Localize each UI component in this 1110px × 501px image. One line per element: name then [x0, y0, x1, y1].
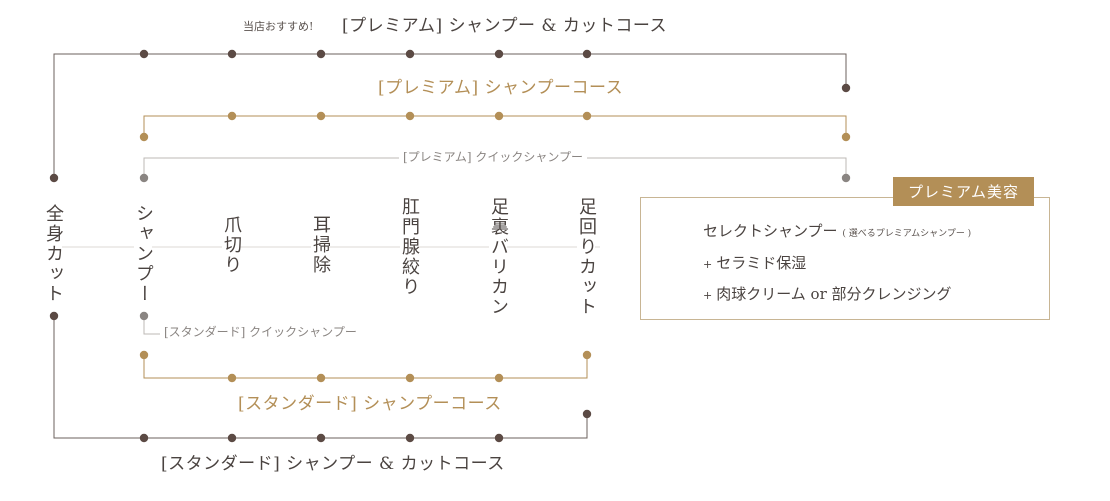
- premium-box-line-shampoo: セレクトシャンプー ( 選べるプレミアムシャンプー ): [703, 220, 971, 241]
- step-nail-trim: 爪切り: [221, 211, 242, 279]
- plus-mark: +: [703, 258, 713, 271]
- recommend-label: 当店おすすめ!: [243, 20, 314, 33]
- paw-cream-text: 肉球クリーム or 部分クレンジング: [716, 285, 952, 303]
- standard-quick-route: [143, 316, 160, 335]
- step-anal-gland: 肛門腺絞り: [399, 193, 420, 301]
- premium-dots: [139, 111, 851, 142]
- premium-cut-route: [53, 53, 847, 178]
- premium-cut-dots: [49, 49, 851, 321]
- step-shampoo: シャンプー: [133, 200, 154, 308]
- standard-quick-course-title: [スタンダード] クイックシャンプー: [164, 325, 357, 339]
- step-ear-cleaning: 耳掃除: [310, 211, 331, 279]
- premium-route: [143, 115, 847, 137]
- standard-route: [143, 355, 588, 379]
- premium-cut-course-title: [プレミアム] シャンプー & カットコース: [342, 16, 668, 36]
- ceramide-text: セラミド保湿: [716, 254, 807, 272]
- premium-grooming-box: [640, 197, 1050, 320]
- premium-quick-course-title: [プレミアム] クイックシャンプー: [399, 151, 587, 163]
- premium-course-title: [プレミアム] シャンプーコース: [378, 78, 624, 98]
- step-foot-clipper: 足裏バリカン: [488, 193, 509, 321]
- standard-dots: [139, 350, 592, 383]
- premium-box-line-ceramide: +セラミド保湿: [703, 252, 806, 273]
- select-shampoo-note: ( 選べるプレミアムシャンプー ): [842, 229, 972, 239]
- standard-course-title: [スタンダード] シャンプーコース: [238, 394, 502, 414]
- plus-mark: +: [703, 289, 713, 302]
- premium-box-line-paw: +肉球クリーム or 部分クレンジング: [703, 283, 952, 304]
- step-foot-cut: 足回りカット: [576, 193, 597, 321]
- premium-grooming-title: プレミアム美容: [893, 177, 1034, 206]
- premium-quick-dots: [139, 173, 851, 321]
- select-shampoo-text: セレクトシャンプー: [703, 222, 838, 240]
- standard-cut-dots: [139, 409, 592, 443]
- step-full-cut: 全身カット: [43, 200, 64, 308]
- standard-cut-course-title: [スタンダード] シャンプー & カットコース: [161, 454, 505, 474]
